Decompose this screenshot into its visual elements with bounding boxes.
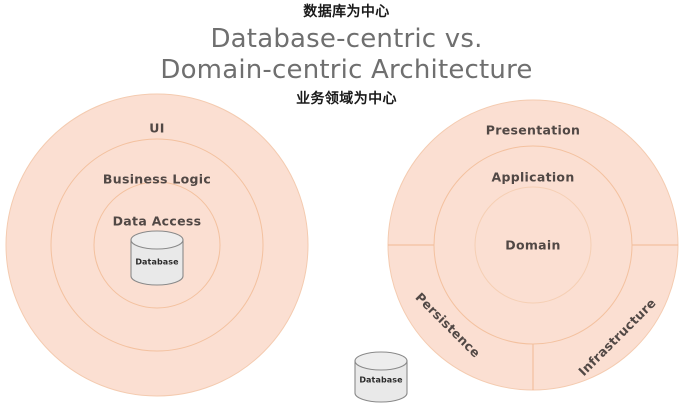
- right-ring-label-domain: Domain: [505, 237, 561, 253]
- right-diagram-circles: [387, 99, 679, 391]
- left-database-label: Database: [135, 257, 179, 267]
- left-ring-label-ui: UI: [149, 120, 165, 136]
- right-ring-inner-domain: [474, 186, 592, 304]
- right-ring-label-application: Application: [491, 169, 575, 185]
- left-ring-label-business-logic: Business Logic: [102, 171, 212, 187]
- bottom-database-node: Database: [355, 353, 407, 402]
- bottom-database-label: Database: [359, 375, 403, 385]
- diagram-header: 数据库为中心 Database-centric vs. Domain-centr…: [0, 0, 693, 109]
- page-title: Database-centric vs. Domain-centric Arch…: [0, 24, 693, 85]
- left-database-node: Database: [131, 232, 183, 285]
- left-database-cylinder-shape: [130, 230, 184, 286]
- right-sector-dividers: [388, 244, 678, 390]
- page-title-line-1: Database-centric vs.: [210, 23, 483, 54]
- right-ring-label-presentation: Presentation: [485, 122, 581, 138]
- bottom-database-cylinder-shape: [354, 351, 408, 403]
- left-ring-label-data-access: Data Access: [112, 213, 202, 229]
- chinese-caption-database-centric: 数据库为中心: [303, 4, 390, 20]
- page-title-line-2: Domain-centric Architecture: [160, 54, 533, 85]
- chinese-caption-domain-centric: 业务领域为中心: [296, 91, 397, 108]
